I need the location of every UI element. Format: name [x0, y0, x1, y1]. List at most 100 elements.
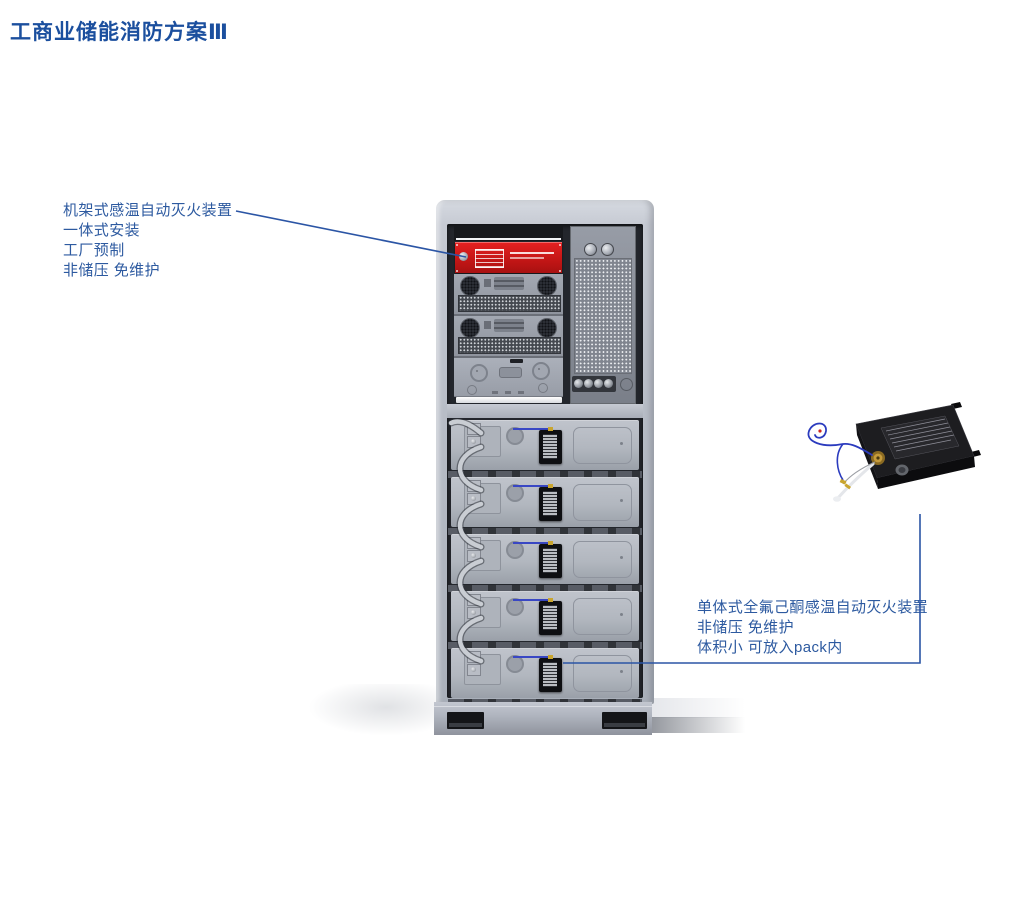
converter-module: [454, 316, 563, 358]
single-fire-device-image: [807, 402, 981, 502]
vent-knob: [601, 243, 614, 256]
terminal-block: [484, 279, 491, 287]
battery-mount-rail: [448, 471, 642, 478]
leader-line-rack-device: [235, 210, 467, 258]
tube-red-tip: [818, 429, 822, 433]
tube-end: [833, 496, 841, 502]
panel-slot: [510, 359, 523, 363]
pack-device-label: [543, 662, 557, 687]
label-text-lines: [885, 418, 955, 452]
forklift-slot: [602, 712, 647, 729]
pack-fire-device: [539, 541, 562, 578]
terminal-block: [484, 321, 491, 329]
device-text-line: [510, 257, 544, 259]
cabinet-base: [434, 702, 652, 735]
sensing-tube-wire: [513, 599, 551, 601]
fan-vent: [537, 318, 557, 338]
battery-module: [448, 420, 642, 478]
annotation-line: 体积小 可放入pack内: [697, 639, 843, 656]
module-handle: [494, 319, 524, 332]
panel-fitting: [532, 362, 550, 380]
annotation-line: 非储压 免维护: [63, 262, 160, 279]
panel-fitting: [467, 385, 477, 395]
perforated-vent-panel: [574, 258, 632, 374]
ventilation-column: [570, 226, 636, 404]
fan-vent: [460, 318, 480, 338]
connector: [574, 379, 583, 388]
annotation-line: 非储压 免维护: [697, 619, 794, 636]
pack-device-nozzle: [548, 598, 553, 602]
pack-device-label: [543, 548, 557, 573]
connector: [604, 379, 613, 388]
control-panel: [454, 358, 563, 397]
panel-marks: [492, 391, 526, 394]
battery-mount-rail: [448, 642, 642, 649]
panel-handle: [499, 367, 522, 378]
fan-vent: [460, 276, 480, 296]
blind-fitting: [620, 378, 633, 391]
air-grille: [458, 337, 561, 354]
screw: [559, 244, 561, 246]
device-body-side: [856, 424, 878, 489]
pack-device-nozzle: [548, 484, 553, 488]
connector: [594, 379, 603, 388]
pack-device-label: [543, 434, 557, 459]
screw: [559, 270, 561, 272]
battery-mount-rail: [448, 585, 642, 592]
blue-sensing-tube: [807, 422, 873, 456]
screw: [456, 270, 458, 272]
blue-sensing-tube: [836, 443, 844, 481]
panel-fitting: [470, 364, 488, 382]
panel-fitting: [538, 383, 548, 393]
battery-cables: [447, 417, 485, 665]
white-tube: [836, 462, 875, 500]
device-knob: [459, 252, 468, 261]
page-title: 工商业储能消防方案Ⅲ: [10, 21, 229, 44]
floor-shadow-right: [650, 698, 745, 718]
rack-device-annotation: 机架式感温自动灭火装置 一体式安装 工厂预制 非储压 免维护: [63, 201, 232, 281]
screw: [456, 244, 458, 246]
pack-fire-device: [539, 655, 562, 692]
sensing-tube-wire: [513, 542, 551, 544]
gold-connector: [844, 483, 852, 490]
pack-device-label: [543, 605, 557, 630]
sensing-tube-wire: [513, 656, 551, 658]
floor-shadow-right-dark: [650, 717, 745, 733]
brass-fitting-core: [876, 456, 880, 460]
device-label: [475, 249, 504, 268]
sensing-tube-wire: [513, 485, 551, 487]
pack-device-nozzle: [548, 427, 553, 431]
pack-device-nozzle: [548, 541, 553, 545]
bay-divider-shelf: [447, 404, 643, 418]
annotation-line: 机架式感温自动灭火装置: [63, 202, 233, 219]
converter-module: [454, 274, 563, 316]
single-device-annotation: 单体式全氟己酮感温自动灭火装置 非储压 免维护 体积小 可放入pack内: [697, 598, 928, 658]
pack-device-nozzle: [548, 655, 553, 659]
fan-vent: [537, 276, 557, 296]
device-body-side: [877, 456, 975, 489]
forklift-slot: [447, 712, 484, 729]
battery-panel-outline: [573, 427, 632, 464]
pack-fire-device: [539, 598, 562, 635]
annotation-line: 工厂预制: [63, 242, 125, 259]
battery-mount-rail: [448, 528, 642, 535]
pack-device-label: [543, 491, 557, 516]
pack-fire-device: [539, 484, 562, 521]
rack-fire-suppression-device: [455, 242, 562, 273]
device-text-line: [510, 252, 554, 254]
base-seam: [434, 706, 652, 707]
connector: [584, 379, 593, 388]
connector-strip: [572, 376, 616, 392]
floor-shadow-left: [308, 684, 438, 736]
annotation-line: 单体式全氟己酮感温自动灭火装置: [697, 599, 929, 616]
device-port-inner: [898, 467, 906, 473]
battery-connector: [467, 664, 481, 676]
vent-knob: [584, 243, 597, 256]
rack-top-rail: [454, 226, 563, 241]
module-handle: [494, 277, 524, 290]
slide-rails: [456, 397, 562, 403]
sensing-tube-wire: [513, 428, 551, 430]
annotation-line: 一体式安装: [63, 222, 141, 239]
pack-fire-device: [539, 427, 562, 464]
